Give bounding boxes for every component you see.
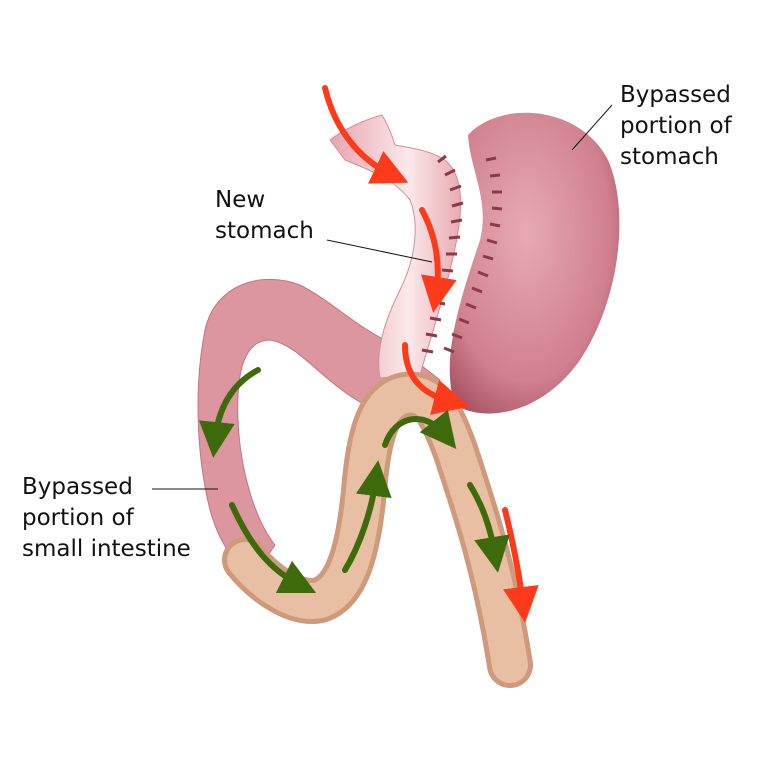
food-arrow: [419, 207, 457, 313]
label-line: stomach: [620, 144, 719, 170]
juice-arrow: [467, 482, 510, 573]
label-line: stomach: [215, 218, 314, 244]
food-flow-arrows: [322, 85, 539, 623]
juice-arrow: [382, 409, 457, 450]
juice-arrow: [342, 460, 392, 573]
label-line: Bypassed: [620, 82, 731, 108]
label-line: Bypassed: [22, 474, 133, 500]
leader-line-new-stomach: [326, 239, 433, 263]
label-line: portion of: [22, 505, 134, 531]
bypassed-stomach: [449, 112, 620, 414]
food-arrow: [502, 507, 539, 623]
label-bypassed-intestine: Bypassed portion of small intestine: [22, 472, 191, 565]
label-line: portion of: [620, 113, 732, 139]
leader-line-bypassed-stomach: [571, 104, 613, 151]
juice-arrow: [198, 367, 261, 458]
digestive-juice-arrows: [198, 367, 510, 594]
food-arrow: [402, 342, 470, 415]
label-bypassed-stomach: Bypassed portion of stomach: [620, 80, 732, 173]
label-new-stomach: New stomach: [215, 185, 314, 247]
label-line: small intestine: [22, 536, 191, 562]
juice-arrow: [229, 502, 317, 594]
intestine-limb-highlight: [227, 376, 528, 683]
label-line: New: [215, 187, 266, 213]
food-arrow: [322, 85, 409, 184]
